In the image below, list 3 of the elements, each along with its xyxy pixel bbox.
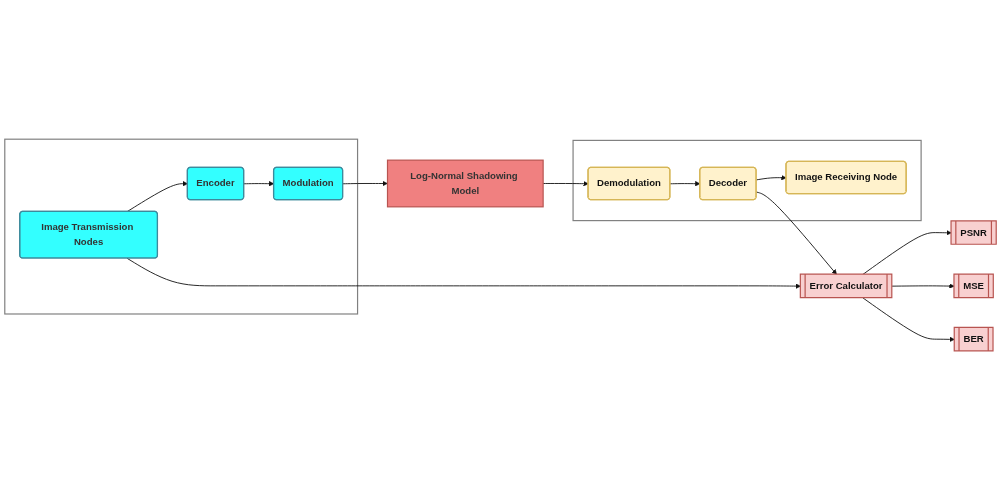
node-box: Log-Normal Shadowing Model [386, 159, 544, 208]
cluster [4, 138, 359, 315]
cluster [572, 139, 922, 222]
